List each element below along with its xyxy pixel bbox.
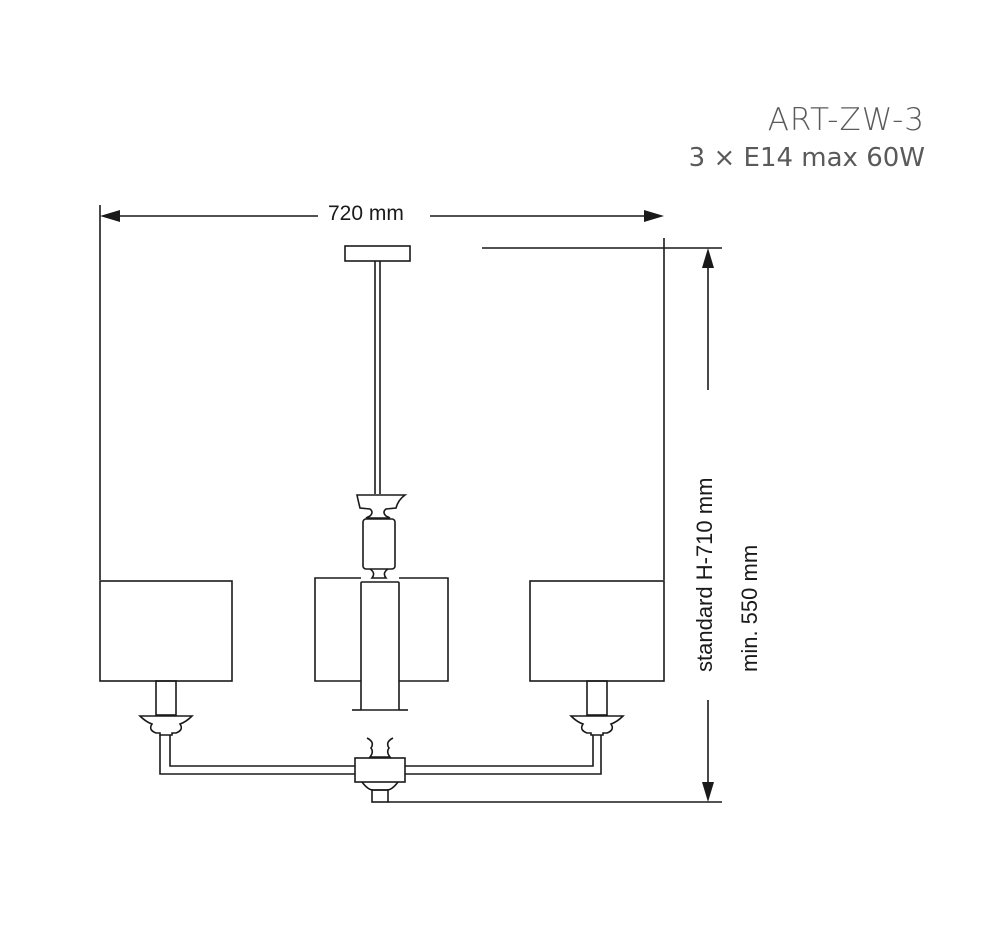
left-shade bbox=[99, 580, 233, 682]
height-standard-label: standard H-710 mm bbox=[692, 477, 717, 672]
bulb-spec: 3 × E14 max 60W bbox=[688, 143, 925, 173]
model-name: ART-ZW-3 bbox=[767, 102, 925, 138]
center-shade bbox=[314, 577, 449, 682]
upper-cup bbox=[356, 494, 408, 519]
width-dimension bbox=[99, 205, 665, 580]
right-arm bbox=[405, 680, 625, 775]
height-dimension bbox=[388, 247, 722, 803]
title-block: ART-ZW-3 3 × E14 max 60W bbox=[689, 100, 925, 176]
right-shade bbox=[529, 580, 665, 682]
ceiling-canopy bbox=[344, 245, 411, 494]
left-arm bbox=[138, 680, 355, 775]
height-min-label: min. 550 mm bbox=[737, 544, 762, 672]
width-label: 720 mm bbox=[320, 202, 412, 226]
central-hub bbox=[354, 757, 406, 783]
